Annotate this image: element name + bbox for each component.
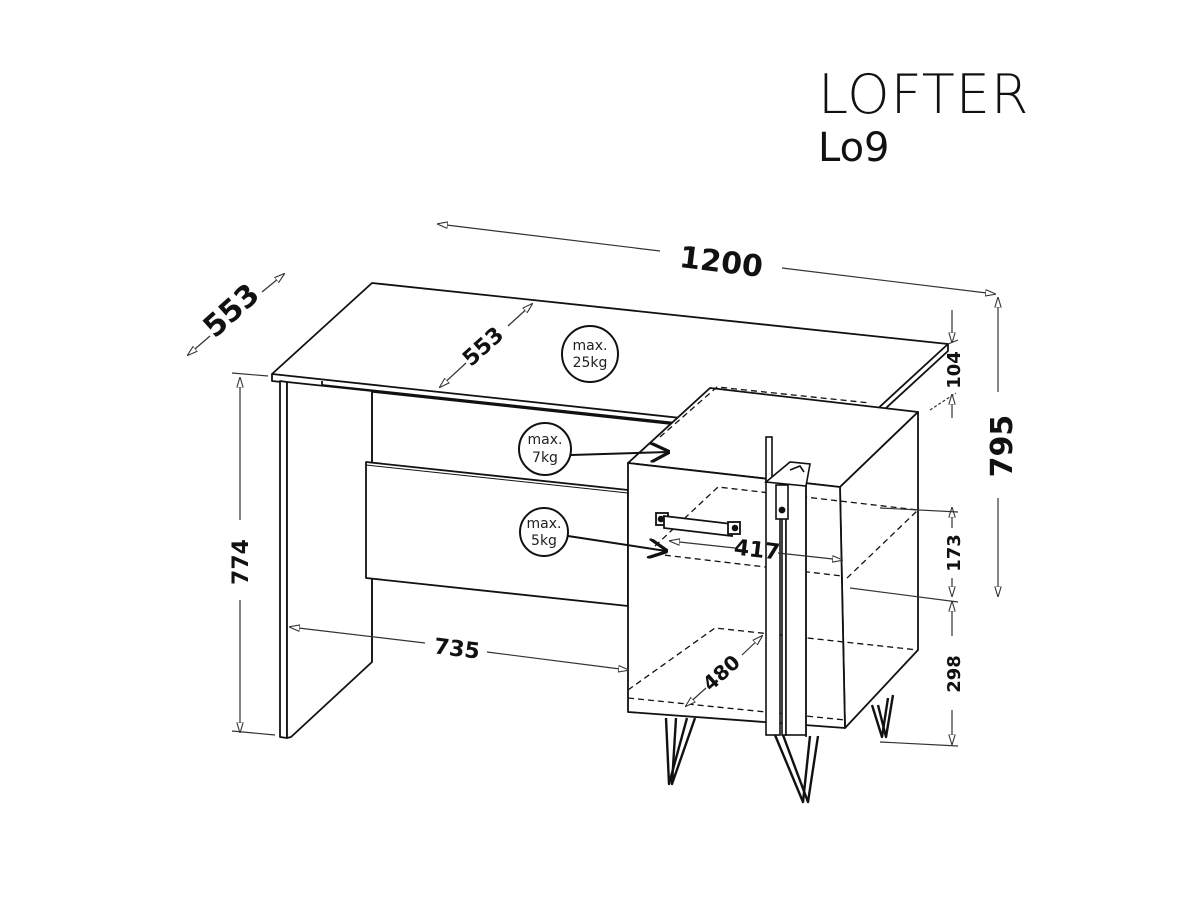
badge-shelf-line1: max. <box>527 516 562 532</box>
badge-drawer-line2: 7kg <box>532 450 558 466</box>
load-badge-drawer: max. 7kg <box>518 422 668 476</box>
drawer-handle <box>655 512 741 538</box>
dim-drawer-height: 173 <box>944 534 965 572</box>
bracket <box>775 465 805 520</box>
dim-total-height: 795 <box>985 415 1020 478</box>
dim-drawer-width: 417 <box>732 535 781 565</box>
left-side-panel <box>279 380 373 739</box>
badge-top-line1: max. <box>573 338 608 354</box>
dim-knee-width: 735 <box>432 634 481 664</box>
load-badge-top: max. 25kg <box>561 325 619 383</box>
load-badge-shelf: max. 5kg <box>519 507 666 556</box>
badge-drawer-line1: max. <box>528 432 563 448</box>
dim-shelf-height: 298 <box>944 655 965 693</box>
dim-desk-height: 774 <box>229 539 254 585</box>
dim-total-width: 1200 <box>678 240 765 285</box>
dimension-lines <box>188 224 998 747</box>
product-title: LOFTER <box>818 63 1030 126</box>
hidden-edges <box>627 386 920 721</box>
bridge-support <box>764 436 811 487</box>
hairpin-legs <box>664 694 895 804</box>
dim-top-overhang: 104 <box>944 351 965 389</box>
model-code: Lo9 <box>818 125 890 171</box>
modesty-panel <box>365 461 629 607</box>
dim-total-depth: 553 <box>197 277 267 345</box>
badge-top-line2: 25kg <box>573 355 608 371</box>
badge-shelf-line2: 5kg <box>531 533 557 549</box>
